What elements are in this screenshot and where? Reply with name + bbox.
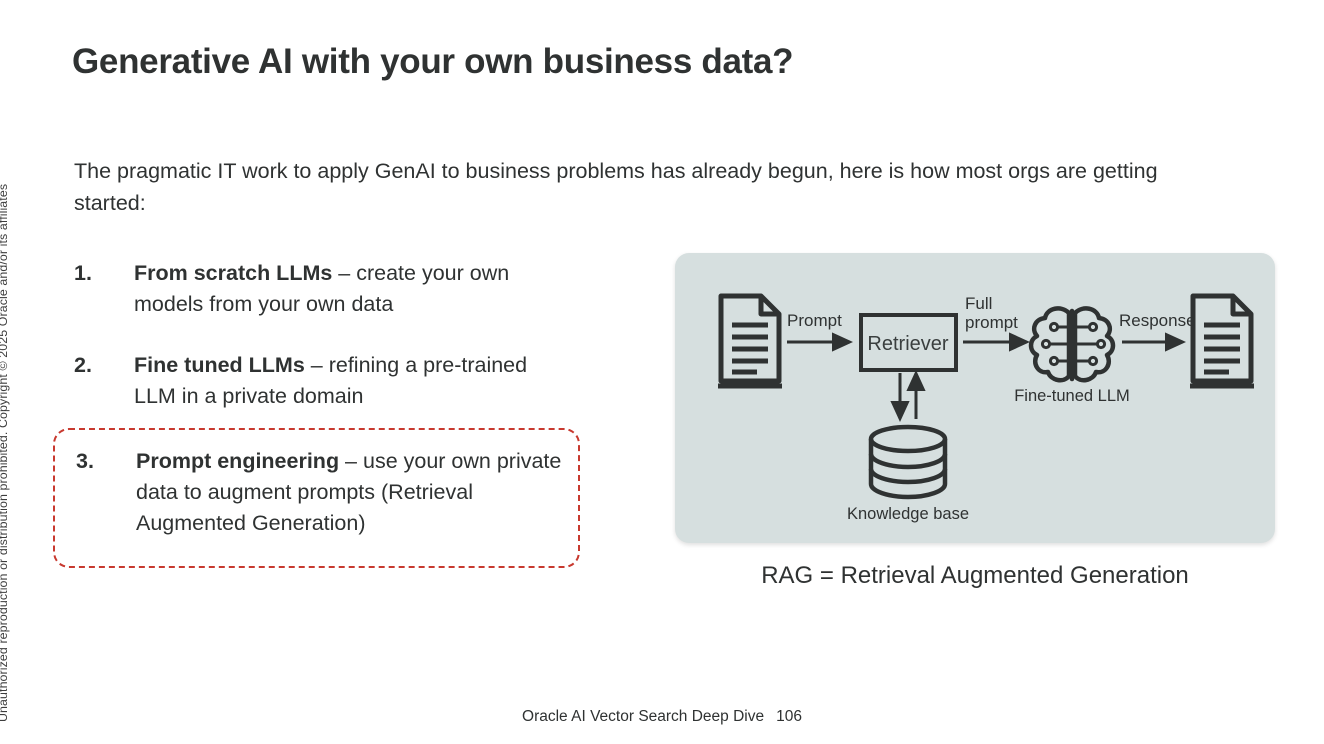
output-document-icon (1190, 293, 1254, 389)
rag-caption: RAG = Retrieval Augmented Generation (761, 562, 1189, 589)
list-item-description: – create your own models from your own d… (134, 261, 510, 316)
list-item-body: Prompt engineering – use your own privat… (136, 446, 576, 539)
list-item-term: Prompt engineering (136, 449, 340, 473)
page-title: Generative AI with your own business dat… (72, 42, 794, 81)
input-document-icon (718, 293, 782, 389)
intro-paragraph: The pragmatic IT work to apply GenAI to … (74, 159, 1158, 215)
list-item-term: Fine tuned LLMs (134, 353, 305, 377)
brain-icon (1028, 306, 1116, 383)
llm-label: Fine-tuned LLM (1014, 387, 1130, 405)
list-item: 1. From scratch LLMs – create your own m… (74, 258, 544, 320)
list-item-body: From scratch LLMs – create your own mode… (134, 258, 544, 320)
highlighted-callout-box: 3. Prompt engineering – use your own pri… (53, 428, 580, 568)
list-item-description: – use your own private data to augment p… (136, 449, 562, 535)
list-item-description: – refining a pre-trained LLM in a privat… (134, 353, 528, 408)
knowledge-base-label: Knowledge base (847, 505, 969, 523)
footer: Oracle AI Vector Search Deep Dive 106 (0, 708, 1324, 726)
retriever-label: Retriever (867, 333, 948, 355)
copyright-notice: Unauthorized reproduction or distributio… (0, 183, 10, 722)
list-item-number: 3. (76, 449, 94, 473)
list-item: 2. Fine tuned LLMs – refining a pre-trai… (74, 350, 544, 412)
database-icon (868, 424, 948, 500)
retriever-node: Retriever (859, 313, 958, 372)
footer-deck-title: Oracle AI Vector Search Deep Dive (522, 708, 765, 725)
footer-page-number: 106 (776, 708, 802, 725)
list-item: 3. Prompt engineering – use your own pri… (76, 446, 576, 539)
edge-label-prompt: Prompt (787, 311, 842, 330)
edge-label-full: Full (965, 294, 992, 313)
copyright-rail: Unauthorized reproduction or distributio… (0, 0, 34, 744)
list-item-number: 2. (74, 353, 92, 377)
rag-diagram-svg: Prompt Retriever Full prompt (718, 293, 1254, 523)
rag-diagram-panel: Prompt Retriever Full prompt (675, 253, 1275, 543)
list-item-body: Fine tuned LLMs – refining a pre-trained… (134, 350, 544, 412)
edge-label-response: Response (1119, 311, 1196, 330)
list-item-number: 1. (74, 261, 92, 285)
list-item-term: From scratch LLMs (134, 261, 333, 285)
edge-label-prompt2: prompt (965, 313, 1018, 332)
